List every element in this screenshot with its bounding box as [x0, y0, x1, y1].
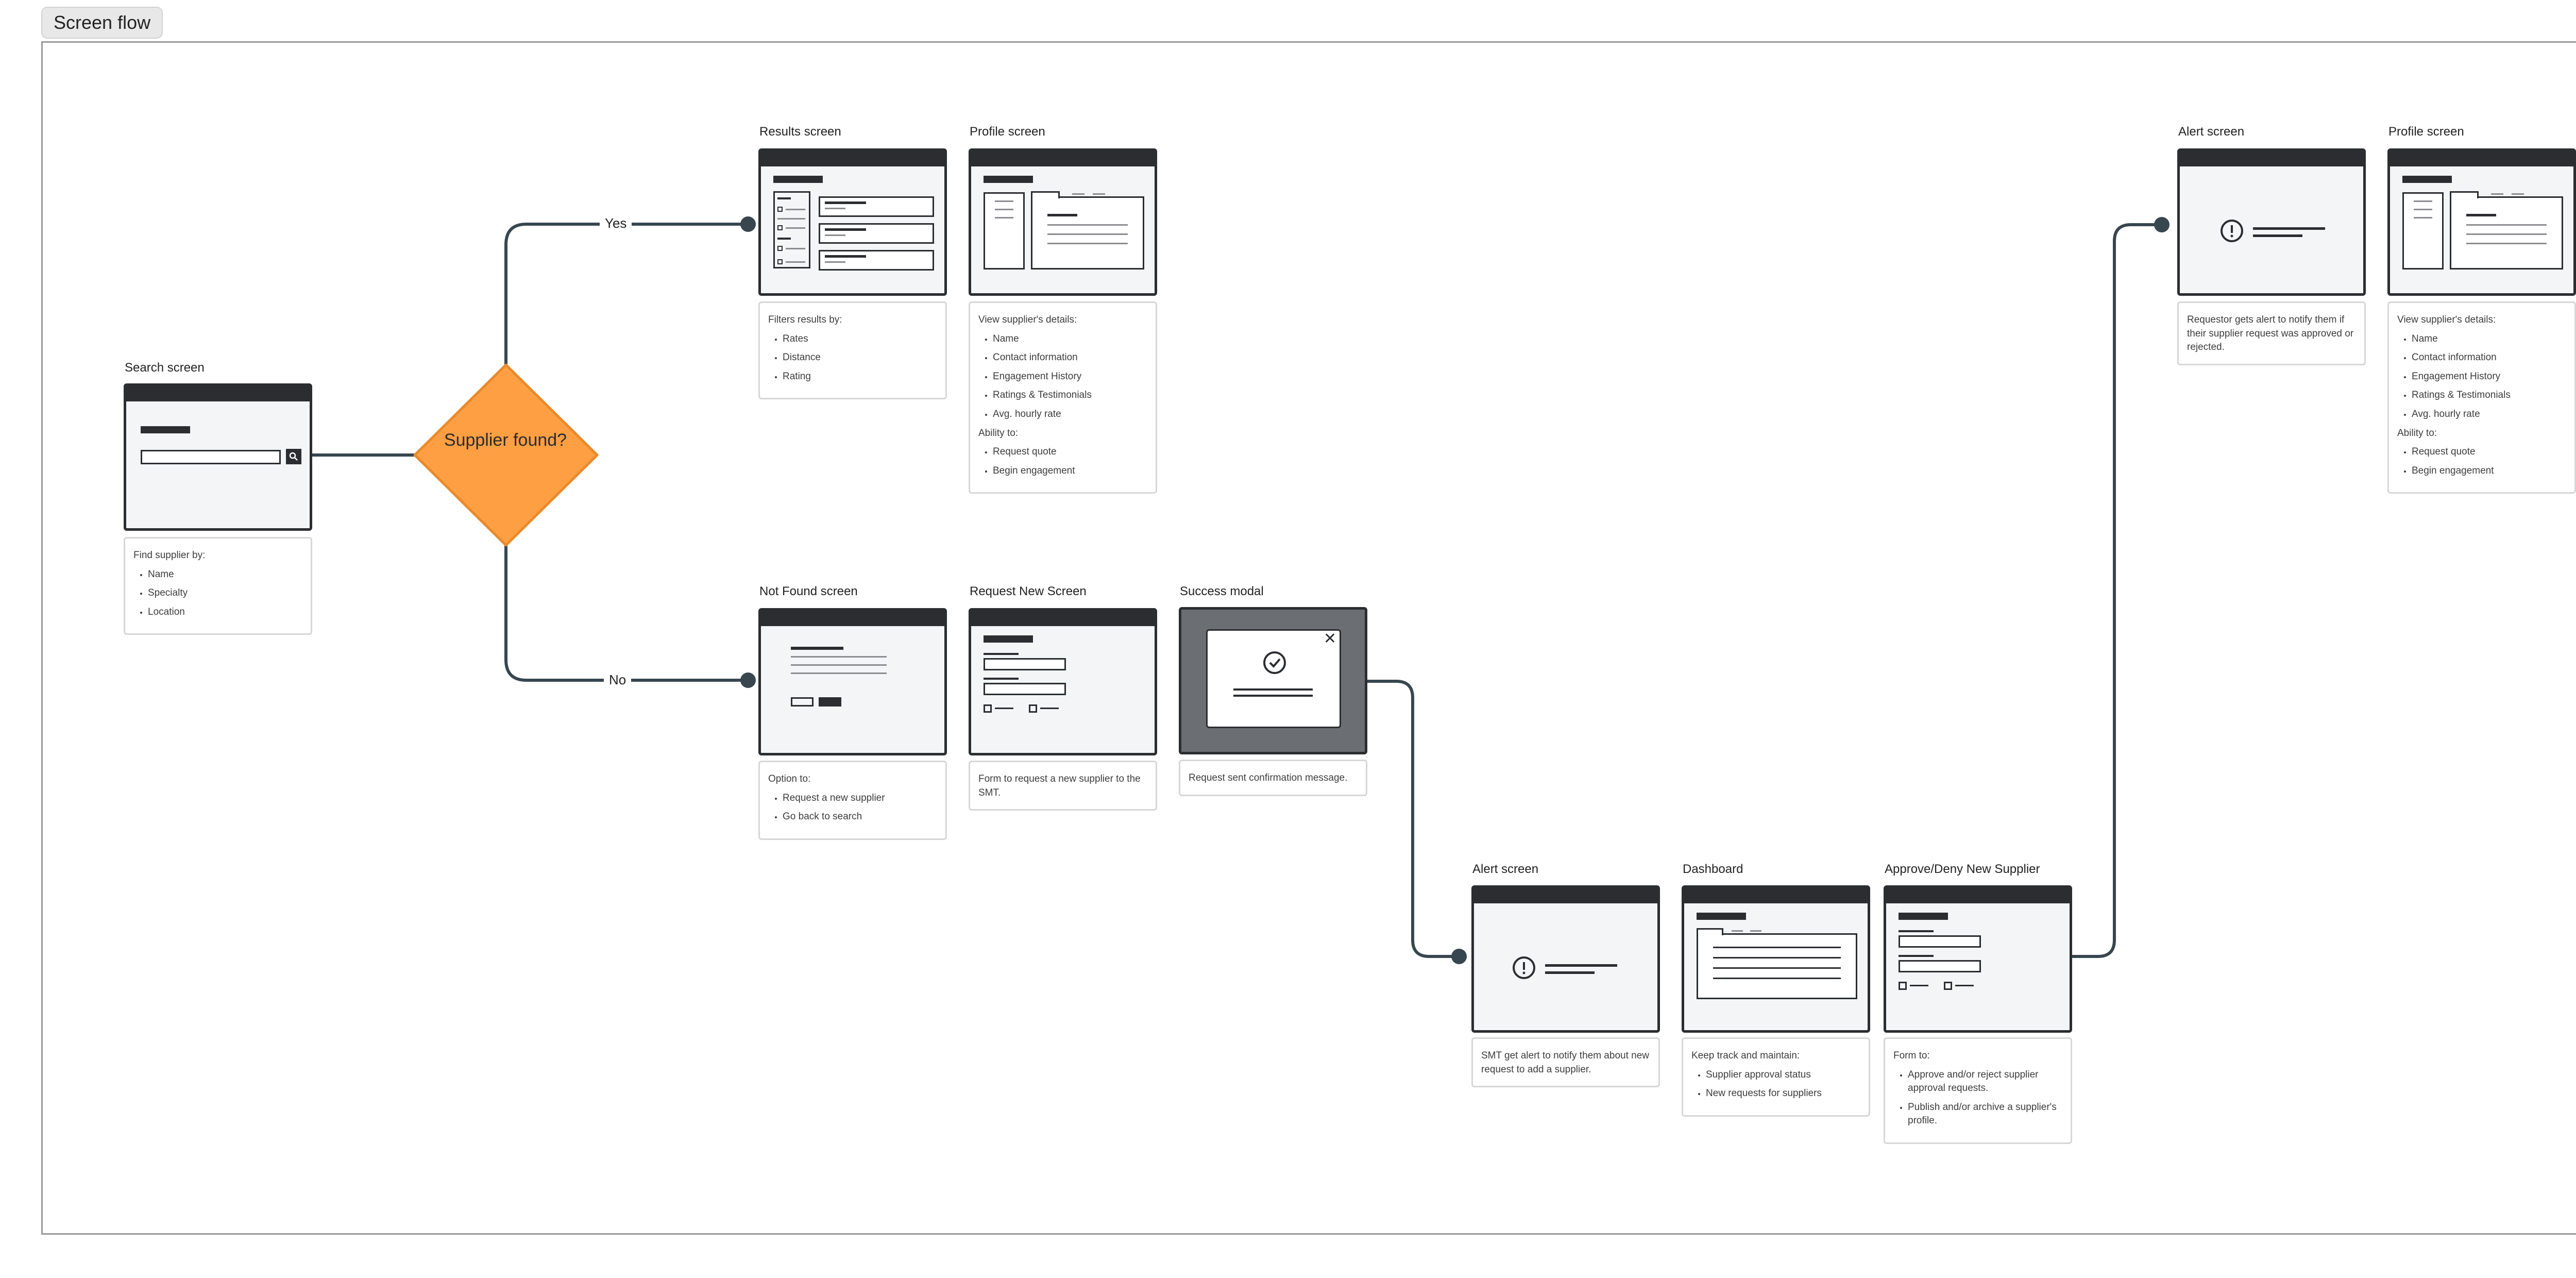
description-intro: Option to:	[768, 773, 811, 784]
list-item: Contact information	[2412, 351, 2566, 365]
description-ability: Ability to:	[978, 427, 1019, 439]
list-item: Approve and/or reject supplier approval …	[1908, 1068, 2062, 1096]
profile2-screen-title: Profile screen	[2388, 125, 2464, 139]
request-screen-title: Request New Screen	[970, 584, 1087, 598]
list-item: Name	[2412, 332, 2566, 346]
list-item: Rates	[783, 332, 937, 346]
list-item: Engagement History	[2412, 370, 2566, 384]
alert-screen-description: SMT get alert to notify them about new r…	[1471, 1037, 1660, 1088]
description-text: Request sent confirmation message.	[1189, 772, 1348, 783]
alert-screen-mockup	[1471, 885, 1660, 1033]
connector-node-notfound	[740, 672, 756, 688]
canvas-frame	[41, 41, 2576, 1235]
no-label: No	[604, 672, 632, 688]
yes-label: Yes	[600, 215, 632, 231]
connector-node-results	[740, 216, 756, 232]
success-modal-description: Request sent confirmation message.	[1179, 760, 1367, 796]
list-item: Request a new supplier	[783, 792, 937, 805]
list-item: Avg. hourly rate	[2412, 408, 2566, 422]
description-text: Form to request a new supplier to the SM…	[978, 773, 1141, 798]
description-text: SMT get alert to notify them about new r…	[1481, 1050, 1649, 1075]
success-modal-mockup: ✕	[1179, 607, 1367, 754]
list-item: Go back to search	[783, 810, 937, 824]
list-item: Rating	[783, 370, 937, 384]
list-item: New requests for suppliers	[1706, 1087, 1860, 1101]
description-intro: Filters results by:	[768, 314, 842, 325]
request-screen-mockup	[969, 608, 1157, 755]
approve-screen-mockup	[1884, 885, 2072, 1033]
list-item: Supplier approval status	[1706, 1068, 1860, 1082]
connector-success-alert	[1367, 680, 1459, 958]
list-item: Distance	[783, 351, 937, 365]
list-item: Specialty	[148, 586, 302, 600]
results-screen-title: Results screen	[759, 125, 841, 139]
results-screen-description: Filters results by: Rates Distance Ratin…	[758, 301, 947, 400]
connector-node-alert	[1451, 949, 1467, 964]
list-item: Request quote	[2412, 445, 2566, 459]
description-intro: Find supplier by:	[133, 550, 206, 561]
search-screen-title: Search screen	[125, 361, 205, 375]
profile2-screen-mockup	[2387, 148, 2576, 296]
description-text: Requestor gets alert to notify them if t…	[2187, 314, 2354, 353]
description-intro: Keep track and maintain:	[1691, 1050, 1800, 1061]
profile-screen-mockup	[969, 148, 1157, 296]
notfound-screen-description: Option to: Request a new supplier Go bac…	[758, 761, 947, 840]
profile2-screen-description: View supplier's details: Name Contact in…	[2387, 301, 2576, 494]
list-item: Location	[148, 606, 302, 619]
alert-icon	[2221, 220, 2243, 242]
description-intro: View supplier's details:	[978, 314, 1077, 325]
description-intro: Form to:	[1893, 1050, 1930, 1061]
results-screen-mockup	[758, 148, 947, 296]
list-item: Begin engagement	[993, 464, 1147, 478]
profile-screen-description: View supplier's details: Name Contact in…	[969, 301, 1157, 494]
list-item: Contact information	[993, 351, 1147, 365]
approve-screen-title: Approve/Deny New Supplier	[1885, 862, 2040, 876]
alert2-screen-description: Requestor gets alert to notify them if t…	[2177, 301, 2366, 365]
alert2-screen-mockup	[2177, 148, 2366, 296]
page-title: Screen flow	[41, 7, 163, 39]
request-screen-description: Form to request a new supplier to the SM…	[969, 761, 1157, 811]
close-icon: ✕	[1323, 630, 1336, 647]
search-screen-mockup	[124, 383, 312, 531]
search-screen-description: Find supplier by: Name Specialty Locatio…	[124, 537, 312, 635]
connector-node-alert2	[2154, 217, 2170, 232]
list-item: Publish and/or archive a supplier's prof…	[1908, 1101, 2062, 1128]
alert2-screen-title: Alert screen	[2178, 125, 2245, 139]
profile-screen-title: Profile screen	[970, 125, 1045, 139]
decision-label: Supplier found?	[444, 430, 567, 450]
modal-dialog-wire: ✕	[1206, 629, 1341, 728]
list-item: Name	[993, 332, 1147, 346]
description-intro: View supplier's details:	[2397, 314, 2496, 325]
list-item: Request quote	[993, 445, 1147, 459]
check-circle-icon	[1263, 651, 1286, 674]
list-item: Ratings & Testimonials	[2412, 389, 2566, 402]
approve-screen-description: Form to: Approve and/or reject supplier …	[1884, 1037, 2072, 1144]
success-modal-title: Success modal	[1180, 584, 1264, 598]
dashboard-description: Keep track and maintain: Supplier approv…	[1682, 1037, 1870, 1117]
list-item: Engagement History	[993, 370, 1147, 384]
description-ability: Ability to:	[2397, 427, 2437, 439]
search-icon	[286, 449, 301, 464]
list-item: Ratings & Testimonials	[993, 389, 1147, 402]
list-item: Begin engagement	[2412, 464, 2566, 478]
dashboard-mockup	[1682, 885, 1870, 1033]
notfound-screen-title: Not Found screen	[759, 584, 858, 598]
alert-icon	[1513, 956, 1535, 979]
list-item: Name	[148, 568, 302, 582]
connector-no-branch	[504, 545, 748, 682]
alert-screen-title: Alert screen	[1472, 862, 1539, 876]
decision-diamond	[413, 363, 599, 547]
connector-approve-alert	[2072, 223, 2162, 958]
notfound-screen-mockup	[758, 608, 947, 755]
search-field-wire	[141, 450, 281, 464]
connector-yes-branch	[504, 223, 748, 365]
list-item: Avg. hourly rate	[993, 408, 1147, 422]
dashboard-title: Dashboard	[1683, 862, 1743, 876]
